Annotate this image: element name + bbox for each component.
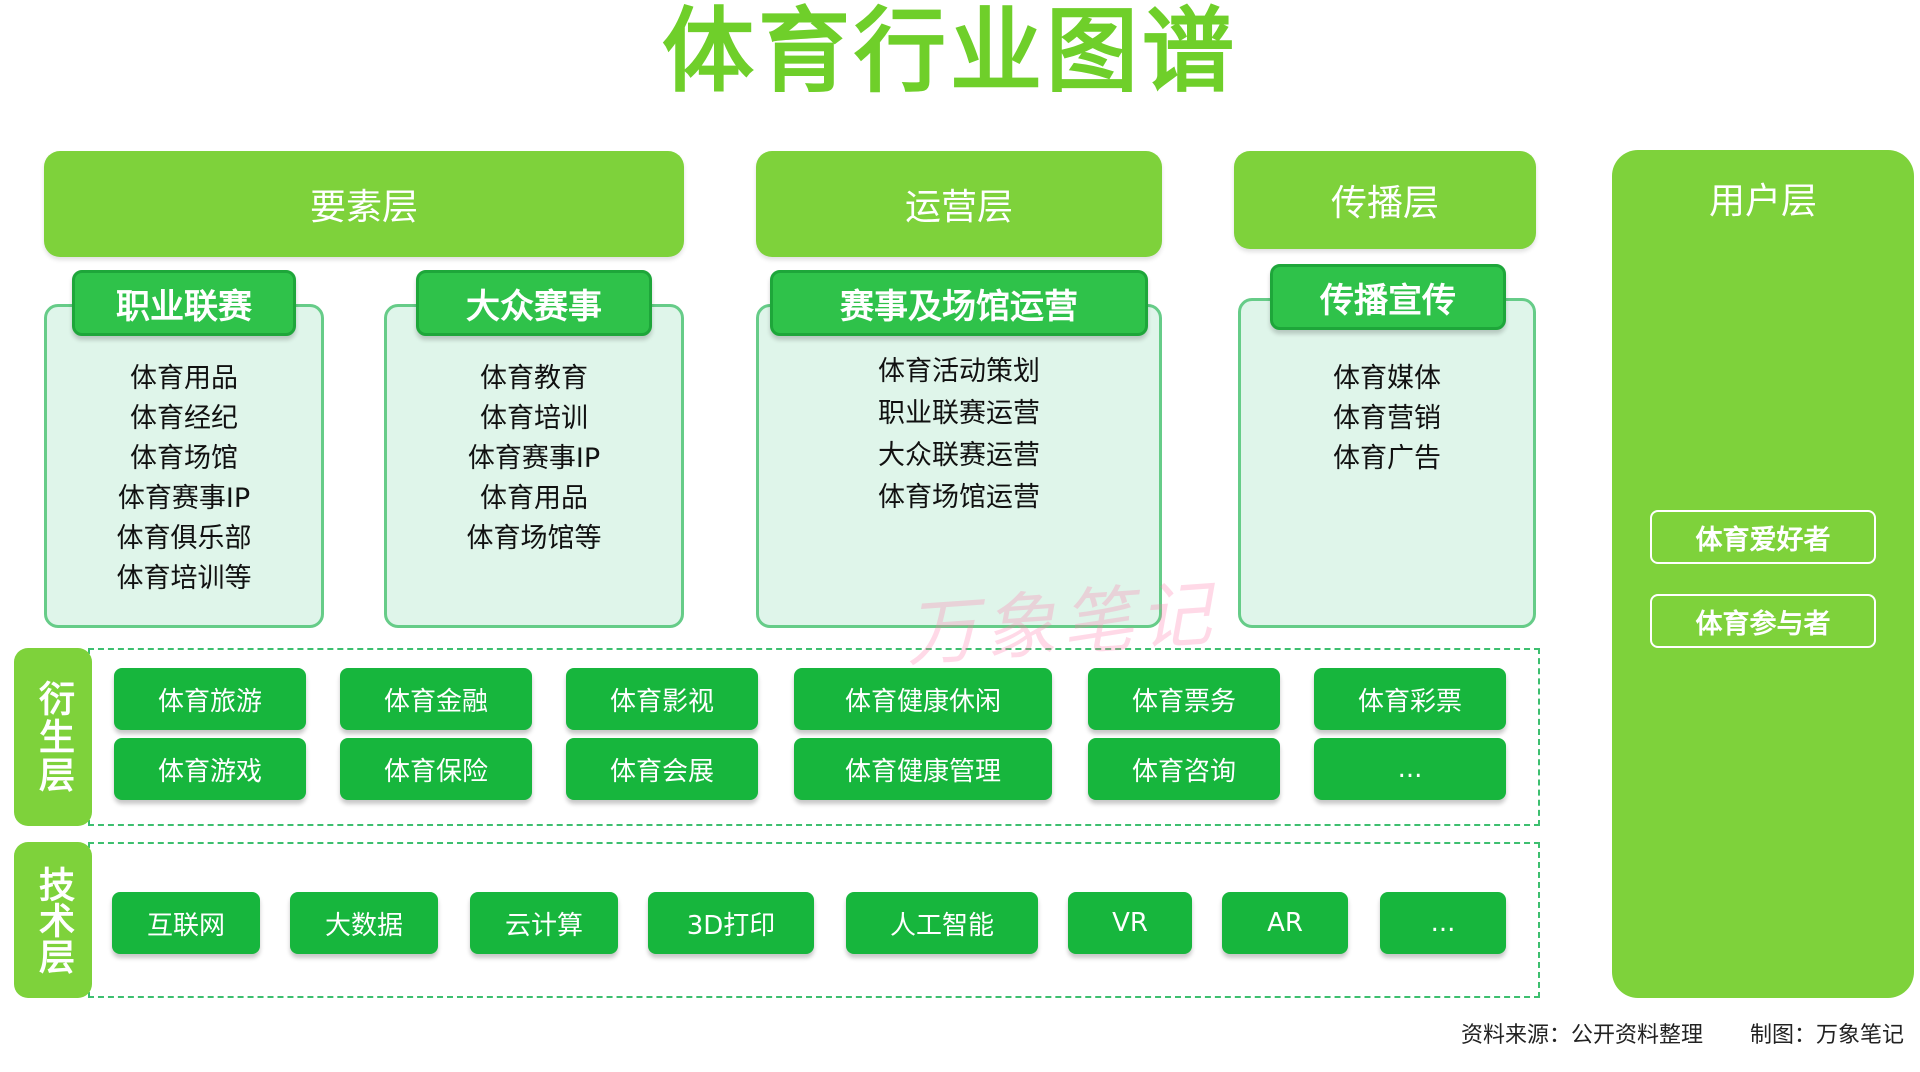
- derivative-chip: 体育会展: [566, 738, 758, 800]
- panel-item: 体育培训等: [116, 563, 252, 594]
- technology-chip: 3D打印: [648, 892, 814, 954]
- panel-item: 体育赛事IP: [117, 483, 251, 514]
- technology-chip: 云计算: [470, 892, 618, 954]
- panel-item: 体育经纪: [130, 403, 238, 434]
- layer-header-label: 要素层: [309, 187, 418, 228]
- panel-item-list: 体育媒体 体育营销 体育广告: [1241, 359, 1533, 479]
- derivative-chip: 体育健康管理: [794, 738, 1052, 800]
- derivative-chip: 体育金融: [340, 668, 532, 730]
- panel-item: 大众联赛运营: [878, 440, 1040, 471]
- derivative-chip: 体育健康休闲: [794, 668, 1052, 730]
- panel-title-mass-events: 大众赛事: [416, 270, 652, 336]
- derivative-layer-label-text: 衍生层: [33, 680, 74, 794]
- panel-item: 体育俱乐部: [116, 523, 252, 554]
- panel-item: 体育教育: [480, 363, 588, 394]
- derivative-chip: 体育游戏: [114, 738, 306, 800]
- panel-item-list: 体育用品 体育经纪 体育场馆 体育赛事IP 体育俱乐部 体育培训等: [47, 359, 321, 599]
- derivative-chip: 体育票务: [1088, 668, 1280, 730]
- layer-header-label: 传播层: [1330, 183, 1439, 224]
- panel-item: 体育场馆运营: [878, 482, 1040, 513]
- panel-item: 体育场馆: [130, 443, 238, 474]
- user-layer-column: 用户层 体育爱好者 体育参与者: [1612, 150, 1914, 998]
- panel-title-promotion: 传播宣传: [1270, 264, 1506, 330]
- panel-mass-events: 体育教育 体育培训 体育赛事IP 体育用品 体育场馆等: [384, 304, 684, 628]
- user-layer-title: 用户层: [1708, 181, 1817, 222]
- technology-chip: ...: [1380, 892, 1506, 954]
- panel-title-venue-operation: 赛事及场馆运营: [770, 270, 1148, 336]
- panel-item: 体育营销: [1333, 403, 1441, 434]
- derivative-chip: 体育旅游: [114, 668, 306, 730]
- layer-header-elements: 要素层: [44, 151, 684, 257]
- technology-chip: VR: [1068, 892, 1192, 954]
- layer-header-label: 运营层: [904, 187, 1013, 228]
- panel-item: 体育媒体: [1333, 363, 1441, 394]
- technology-layer-label: 技术层: [14, 842, 92, 998]
- panel-pro-league: 体育用品 体育经纪 体育场馆 体育赛事IP 体育俱乐部 体育培训等: [44, 304, 324, 628]
- technology-chip: 大数据: [290, 892, 438, 954]
- panel-promotion: 体育媒体 体育营销 体育广告: [1238, 298, 1536, 628]
- derivative-chip: 体育影视: [566, 668, 758, 730]
- panel-item-list: 体育教育 体育培训 体育赛事IP 体育用品 体育场馆等: [387, 359, 681, 559]
- technology-chip: 互联网: [112, 892, 260, 954]
- layer-header-operation: 运营层: [756, 151, 1162, 257]
- panel-title-pro-league: 职业联赛: [72, 270, 296, 336]
- panel-item: 体育用品: [480, 483, 588, 514]
- footer: 资料来源：公开资料整理 制图：万象笔记: [1421, 1017, 1904, 1049]
- watermark: 万象笔记: [902, 571, 1221, 677]
- technology-layer-label-text: 技术层: [33, 866, 74, 974]
- user-item-fans: 体育爱好者: [1650, 510, 1876, 564]
- panel-item: 体育广告: [1333, 443, 1441, 474]
- derivative-chip: 体育咨询: [1088, 738, 1280, 800]
- panel-item: 体育赛事IP: [467, 443, 601, 474]
- footer-maker: 制图：万象笔记: [1749, 1023, 1904, 1048]
- panel-item: 职业联赛运营: [878, 398, 1040, 429]
- derivative-chip: 体育彩票: [1314, 668, 1506, 730]
- page-title: 体育行业图谱: [661, 0, 1238, 105]
- layer-header-spread: 传播层: [1234, 151, 1536, 249]
- derivative-chip: ...: [1314, 738, 1506, 800]
- derivative-chip: 体育保险: [340, 738, 532, 800]
- panel-item-list: 体育活动策划 职业联赛运营 大众联赛运营 体育场馆运营: [759, 351, 1159, 519]
- technology-chip: 人工智能: [846, 892, 1038, 954]
- derivative-layer-label: 衍生层: [14, 648, 92, 826]
- panel-item: 体育活动策划: [878, 356, 1040, 387]
- user-item-participants: 体育参与者: [1650, 594, 1876, 648]
- footer-source: 资料来源：公开资料整理: [1460, 1023, 1703, 1048]
- panel-item: 体育用品: [130, 363, 238, 394]
- panel-item: 体育培训: [480, 403, 588, 434]
- technology-chip: AR: [1222, 892, 1348, 954]
- panel-venue-operation: 体育活动策划 职业联赛运营 大众联赛运营 体育场馆运营: [756, 304, 1162, 628]
- panel-item: 体育场馆等: [466, 523, 602, 554]
